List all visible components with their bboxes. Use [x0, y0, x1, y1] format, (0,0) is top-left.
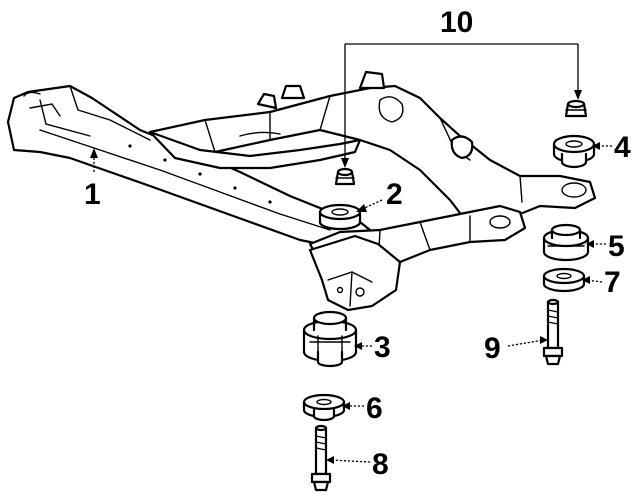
callout-7: 7 [604, 266, 621, 299]
washer-part-6[interactable] [302, 393, 346, 422]
callout-6: 6 [366, 392, 383, 425]
leader-lines [90, 43, 612, 464]
callout-1: 1 [84, 178, 101, 211]
nut-part-10-left[interactable] [334, 167, 356, 186]
callout-2: 2 [386, 178, 403, 211]
callout-10: 10 [440, 6, 473, 39]
callout-3: 3 [374, 331, 391, 364]
callout-5: 5 [608, 230, 625, 263]
insulator-part-2[interactable] [318, 203, 362, 231]
callout-4: 4 [614, 131, 631, 164]
bolt-part-9[interactable] [542, 298, 564, 366]
callout-8: 8 [372, 448, 389, 481]
callout-9: 9 [484, 332, 501, 365]
bushing-part-3[interactable] [302, 310, 358, 368]
insulator-part-4[interactable] [552, 134, 596, 169]
bolt-part-8[interactable] [310, 424, 332, 492]
washer-part-7[interactable] [542, 267, 586, 293]
nut-part-10-right[interactable] [564, 99, 588, 118]
bushing-part-5[interactable] [542, 223, 590, 262]
engine-cradle-frame[interactable] [6, 70, 597, 312]
